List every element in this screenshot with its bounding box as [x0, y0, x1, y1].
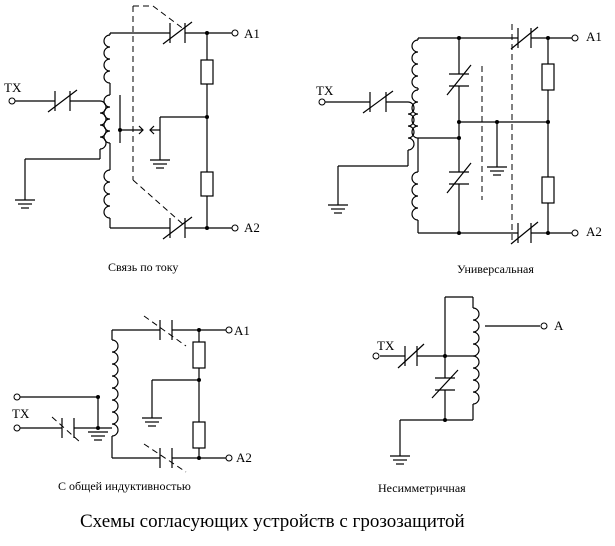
circuit3-a1-label: A1 — [234, 323, 250, 338]
circuit2-tx-label: TX — [316, 83, 334, 98]
circuit4-tx-label: TX — [377, 338, 395, 353]
circuit1-a2-label: A2 — [244, 220, 260, 235]
circuit3-a2-label: A2 — [236, 450, 252, 465]
circuit3-tx-label: TX — [12, 406, 30, 421]
circuit1-a1-label: A1 — [244, 26, 260, 41]
circuit1-caption: Связь по току — [108, 260, 178, 274]
circuit-unbalanced: TX A Несимметричная — [372, 296, 564, 495]
page-title: Схемы согласующих устройств с грозозащит… — [80, 511, 465, 532]
circuit-current-coupling: TX A1 A2 Связь по току — [4, 5, 260, 274]
circuit-universal: TX A1 A2 Универсальная — [316, 24, 602, 276]
circuit3-caption: С общей индуктивностью — [58, 479, 191, 493]
circuit4-a-label: A — [554, 318, 564, 333]
circuit1-tx-label: TX — [4, 80, 22, 95]
circuit-common-inductance: TX A1 A2 С общей индуктивностью — [12, 315, 252, 493]
circuit4-caption: Несимметричная — [378, 481, 466, 495]
circuit2-caption: Универсальная — [457, 262, 534, 276]
circuit2-a1-label: A1 — [586, 29, 602, 44]
circuit2-a2-label: A2 — [586, 224, 602, 239]
